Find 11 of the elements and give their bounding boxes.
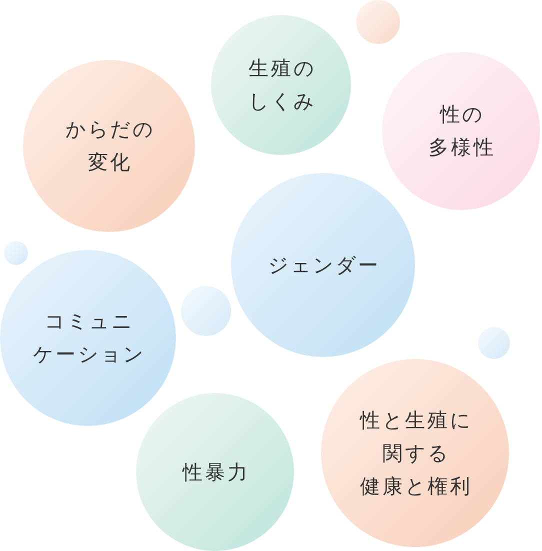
topic-label: ジェンダー	[267, 252, 380, 278]
topic-label: コミュニケーション	[32, 308, 146, 368]
bubble-icon	[181, 286, 231, 336]
topic-label: 生殖のしくみ	[248, 55, 316, 115]
bubble-icon	[4, 241, 28, 265]
topic-label: 性の多様性	[428, 101, 496, 161]
bubble-icon	[478, 327, 510, 359]
bubble-icon	[356, 0, 400, 44]
topic-label: 性と生殖に関する健康と権利	[358, 406, 472, 500]
topic-label: からだの変化	[64, 116, 155, 176]
topic-label: 性暴力	[181, 458, 250, 486]
